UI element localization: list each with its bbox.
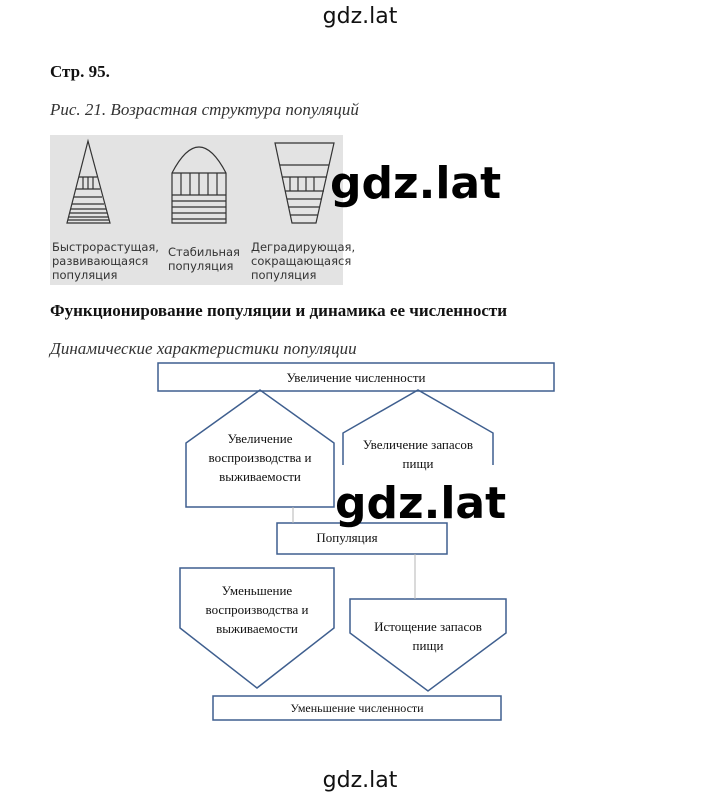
decrease-repro-shape <box>179 567 335 689</box>
growing-pyramid-shape <box>66 138 111 224</box>
population-dynamics-diagram: Увеличение численности Увеличение воспро… <box>0 355 720 725</box>
increase-total-box <box>157 362 555 392</box>
increase-repro-text: Увеличение воспроизводства и выживаемост… <box>208 431 312 484</box>
declining-pyramid-shape <box>274 142 335 224</box>
population-text: Популяция <box>316 530 378 545</box>
increase-food-shape <box>342 389 494 465</box>
section-heading: Функционирование популяции и динамика ее… <box>50 301 508 320</box>
increase-food-text: Увеличение запасов пищи <box>362 437 474 471</box>
declining-population-label: Деградирующая, сокращающаяся популяция <box>251 240 356 282</box>
decrease-total-box <box>212 695 502 721</box>
stable-population-label: Стабильная популяция <box>168 245 240 273</box>
watermark-bottom: gdz.lat <box>322 768 398 793</box>
section-subheading: Динамические характеристики популяции <box>50 339 357 358</box>
increase-repro-shape <box>185 389 335 508</box>
age-structure-figure: Быстрорастущая, развивающаяся популяция … <box>50 135 355 285</box>
decrease-repro-text: Уменьшение воспроизводства и выживаемост… <box>205 583 309 636</box>
decrease-total-text: Уменьшение численности <box>290 701 424 715</box>
watermark-top: gdz.lat <box>322 4 398 29</box>
watermark-middle-2: gdz.lat <box>335 478 507 529</box>
watermark-middle-1: gdz.lat <box>330 158 502 209</box>
increase-total-text: Увеличение численности <box>286 370 426 385</box>
figure-caption: Рис. 21. Возрастная структура популяций <box>50 100 359 119</box>
page-reference: Стр. 95. <box>50 62 110 81</box>
stable-pyramid-shape <box>171 146 227 224</box>
depletion-food-text: Истощение запасов пищи <box>374 619 482 653</box>
age-structure-drawing <box>66 138 335 224</box>
growing-population-label: Быстрорастущая, развивающаяся популяция <box>52 240 159 282</box>
diagram-shapes <box>157 362 555 721</box>
depletion-food-shape <box>349 598 507 692</box>
population-box <box>276 522 448 555</box>
